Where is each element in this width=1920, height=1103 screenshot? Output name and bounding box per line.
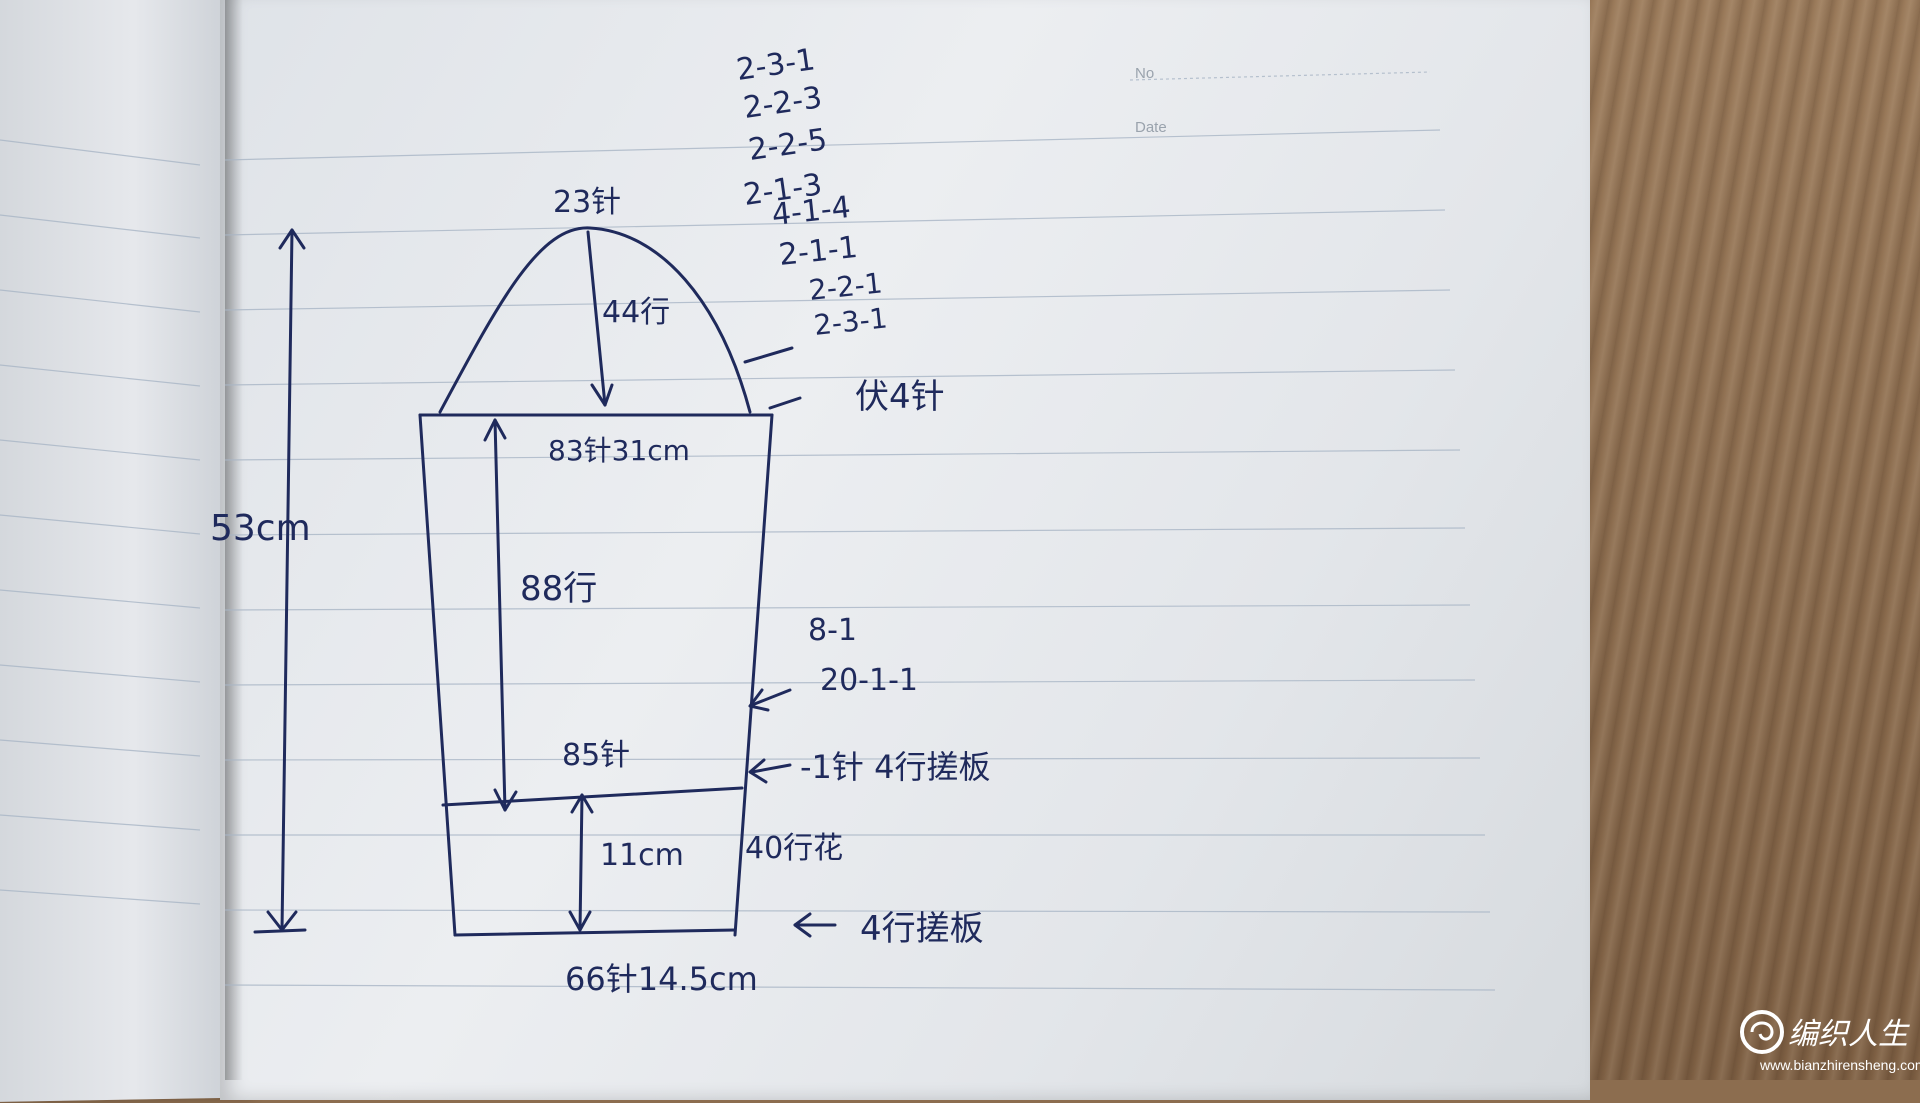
cap-pointer-line [743, 346, 794, 364]
total-length-arrow [280, 228, 294, 932]
cap-step: 2-2-5 [746, 122, 829, 168]
cuff-height-arrow [578, 793, 584, 932]
notebook [0, 0, 1590, 1103]
cap-step: 2-3-1 [812, 301, 889, 342]
cap-step: 2-2-3 [741, 80, 824, 126]
body-rows-arrow [493, 418, 507, 812]
notebook-spine-shadow [225, 0, 243, 1080]
sleeve-outline [418, 226, 774, 937]
bottom-width-label: 66针14.5cm [565, 960, 758, 998]
cap-step: 4-1-4 [770, 190, 852, 233]
cuff-note-label: 40行花 [745, 831, 843, 866]
cap-step: 2-1-1 [777, 230, 859, 273]
cap-top-stitches: 23针 [553, 185, 621, 220]
cap-step: 2-2-1 [807, 266, 884, 307]
mid-pointer-arrow [750, 763, 792, 774]
sleeve-left-edge [418, 413, 457, 937]
cap-decrease-list: 2-3-1 2-2-3 2-2-5 2-1-3 4-1-4 2-1-1 2-2-… [734, 42, 889, 342]
watermark-url: www.bianzhirensheng.com [1759, 1057, 1920, 1073]
ruled-lines [224, 71, 1496, 991]
cap-height-rows: 44行 [602, 295, 670, 330]
body-rows-label: 88行 [520, 569, 597, 609]
pattern-sketch: No Date 23针 44行 2-3-1 [0, 42, 1920, 1073]
cuff-line [441, 786, 744, 807]
bind-off-pointer-line [768, 396, 802, 410]
sleeve-cap-curve [438, 226, 752, 414]
right-notebook-page [220, 0, 1590, 1100]
left-page-lines [0, 139, 201, 905]
sleeve-right-edge [733, 413, 774, 937]
cuff-height-label: 11cm [600, 838, 684, 873]
cap-step: 2-3-1 [734, 42, 817, 88]
mid-note-label: -1针 4行搓板 [800, 748, 990, 786]
upper-width-label: 83针31cm [548, 434, 690, 467]
increase-pointer-arrow [750, 688, 792, 707]
watermark-logo-icon [1740, 1010, 1784, 1054]
total-length-label: 53cm [210, 508, 311, 549]
watermark-brand: 编织人生 [1788, 1018, 1910, 1051]
date-label: Date [1135, 119, 1167, 136]
bottom-note-label: 4行搓板 [860, 909, 984, 949]
watermark: 编织人生 www.bianzhirensheng.com [1740, 1010, 1920, 1073]
bottom-edge [453, 928, 737, 937]
increase-step: 8-1 [808, 613, 857, 648]
dimension-arrows [253, 228, 837, 938]
no-label: No [1135, 65, 1154, 82]
mid-stitches-label: 85针 [562, 738, 630, 773]
bind-off-label: 伏4针 [855, 377, 945, 417]
cap-height-arrow [586, 230, 607, 407]
increase-step: 20-1-1 [820, 663, 918, 698]
